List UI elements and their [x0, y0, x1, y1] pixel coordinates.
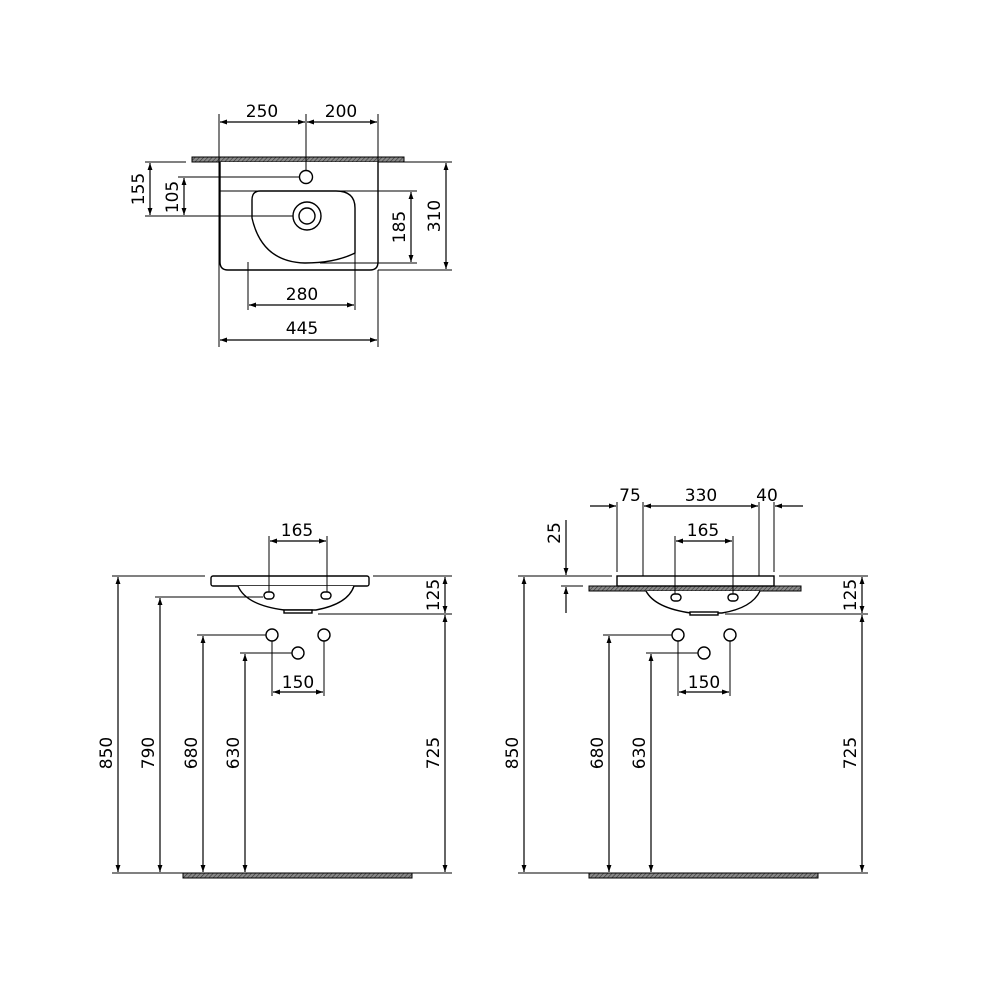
front-elevation-left: 165 150 850 790 680 630 125 725: [97, 521, 452, 879]
label-850-left: 850: [97, 737, 117, 769]
label-155: 155: [129, 173, 149, 205]
countertop-hatch: [588, 585, 802, 592]
label-445: 445: [286, 319, 318, 339]
label-680-right: 680: [588, 737, 608, 769]
basin-rim-right: [616, 575, 775, 587]
label-150-left: 150: [282, 673, 314, 693]
supply-pipe-1: [265, 628, 279, 642]
waste-pipe-right: [697, 646, 711, 660]
supply-pipe-3: [671, 628, 685, 642]
overflow-hole-3: [670, 593, 682, 602]
label-630-right: 630: [630, 737, 650, 769]
label-790: 790: [139, 737, 159, 769]
label-25: 25: [545, 522, 565, 544]
tap-hole: [298, 169, 314, 185]
top-view: 250 200 280 445 155 105 185 310: [129, 102, 452, 347]
label-330: 330: [685, 486, 717, 506]
overflow-hole-2: [320, 591, 332, 600]
label-310: 310: [425, 200, 445, 232]
label-125-left: 125: [424, 579, 444, 611]
supply-pipe-2: [317, 628, 331, 642]
label-40: 40: [756, 486, 778, 506]
label-165-left: 165: [281, 521, 313, 541]
front-elevation-right: 75 330 40 165 150 25 850 680 630 125 725: [503, 486, 868, 879]
label-150-right: 150: [688, 673, 720, 693]
waste-pipe: [291, 646, 305, 660]
label-105: 105: [163, 181, 183, 213]
floor-hatch-right: [588, 872, 819, 879]
drain-tail-right: [689, 611, 719, 616]
drain-inner: [298, 207, 316, 225]
label-630-left: 630: [224, 737, 244, 769]
label-185: 185: [390, 211, 410, 243]
floor-hatch-left: [182, 872, 413, 879]
label-280: 280: [286, 285, 318, 305]
basin-bowl-right: [645, 590, 761, 614]
label-75: 75: [619, 486, 641, 506]
overflow-hole-1: [263, 591, 275, 600]
basin-rim-left: [210, 575, 370, 587]
overflow-hole-4: [727, 593, 739, 602]
supply-pipe-4: [723, 628, 737, 642]
label-725-right: 725: [841, 737, 861, 769]
wall-hatch: [191, 156, 405, 163]
label-125-right: 125: [841, 579, 861, 611]
basin-bowl-left: [237, 585, 355, 611]
label-680-left: 680: [182, 737, 202, 769]
label-165-right: 165: [687, 521, 719, 541]
drain-tail-left: [283, 609, 313, 614]
label-850-right: 850: [503, 737, 523, 769]
label-250: 250: [246, 102, 278, 122]
label-725-left: 725: [424, 737, 444, 769]
label-200: 200: [325, 102, 357, 122]
